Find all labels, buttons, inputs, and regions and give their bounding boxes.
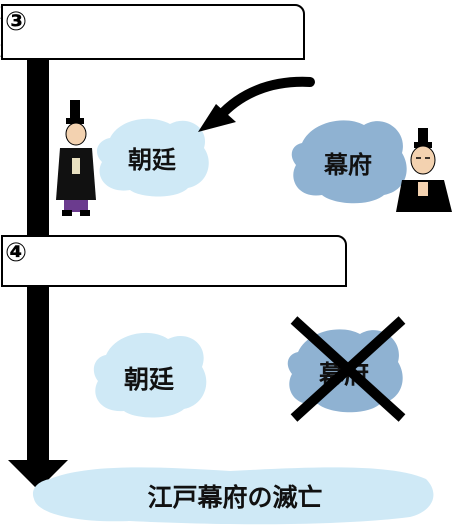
result-cloud [32,467,434,525]
court-label: 朝廷 [123,365,174,394]
shogunate-label: 幕府 [324,151,372,179]
step-3-box: ③ [1,4,305,60]
timeline-arrowhead-icon [8,460,68,490]
shogun-figure-icon [396,128,452,212]
step-3-number: ③ [5,7,28,37]
result-label: 江戸幕府の滅亡 [147,483,323,512]
step-4-number: ④ [5,238,28,268]
court-cloud [93,332,207,418]
court-noble-figure-icon [56,100,96,216]
transfer-arrow-icon [198,76,315,132]
cross-out-icon [290,316,406,422]
court-label: 朝廷 [128,146,176,174]
shogunate-cloud [291,120,407,204]
step-4-box: ④ [1,235,347,287]
court-cloud [96,118,209,197]
